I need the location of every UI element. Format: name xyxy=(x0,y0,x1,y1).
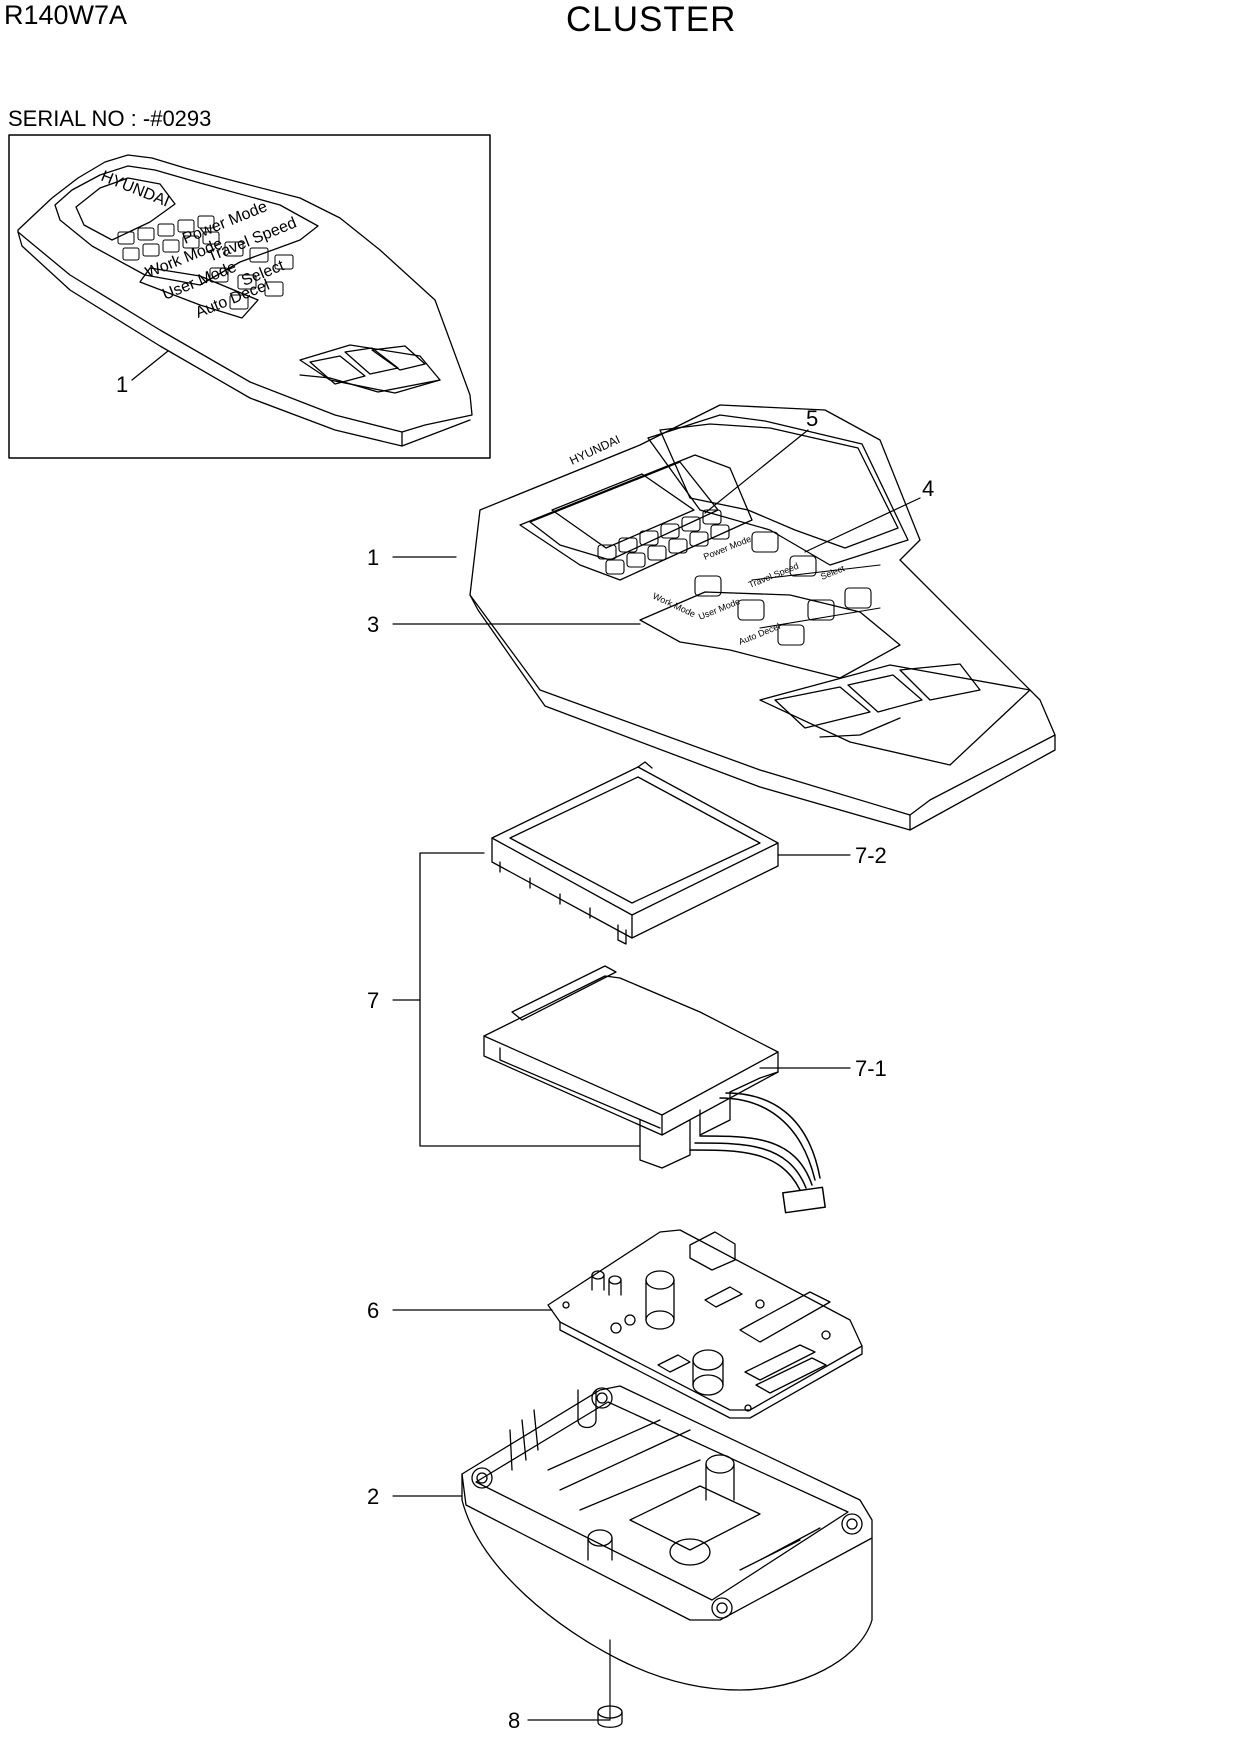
callout-6: 6 xyxy=(367,1298,379,1323)
lcd-wire-harness xyxy=(689,1092,826,1214)
callout-7: 7 xyxy=(367,988,379,1013)
callout-3: 3 xyxy=(367,612,379,637)
cluster-brand-label: HYUNDAI xyxy=(567,432,622,468)
callout-7-2: 7-2 xyxy=(855,843,887,868)
serial-number: SERIAL NO : -#0293 xyxy=(8,106,212,131)
inset-brand-label: HYUNDAI xyxy=(99,168,172,211)
leader-8 xyxy=(527,1639,611,1721)
callout-2: 2 xyxy=(367,1484,379,1509)
callout-numbers: 1 3 4 5 7-2 7-1 7 6 2 8 xyxy=(367,406,934,1733)
lcd-bracket-7 xyxy=(419,852,641,1147)
circuit-board-6 xyxy=(547,1229,863,1419)
cluster-auto-decel-label: Auto Decel xyxy=(737,621,782,647)
callout-1: 1 xyxy=(367,545,379,570)
model-number: R140W7A xyxy=(4,0,128,30)
lcd-board-7-1 xyxy=(483,965,779,1169)
cluster-button-panel xyxy=(597,509,881,646)
callout-leaders xyxy=(392,429,921,1721)
callout-8: 8 xyxy=(508,1708,520,1733)
case-2 xyxy=(461,1385,873,1691)
page-title: CLUSTER xyxy=(566,0,737,39)
cluster-panel-text: HYUNDAI Work Mode Power Mode User Mode T… xyxy=(567,432,846,647)
lcd-frame-7-2 xyxy=(491,761,779,945)
callout-4: 4 xyxy=(922,476,934,501)
cluster-housing xyxy=(469,404,1056,831)
inset-frame xyxy=(8,134,491,459)
cluster-work-mode-label: Work Mode xyxy=(651,591,697,619)
cluster-lcd-screen xyxy=(551,473,695,549)
leader-4 xyxy=(804,497,921,553)
inset-cluster-housing xyxy=(17,154,473,447)
callout-5: 5 xyxy=(806,406,818,431)
inset-view: HYUNDAI Work Mode Power Mode User Mode T… xyxy=(8,134,491,459)
inset-leader-1 xyxy=(131,350,169,381)
cluster-select-label: Select xyxy=(819,563,846,582)
cluster-user-mode-label: User Mode xyxy=(697,596,742,622)
inset-callout-1: 1 xyxy=(116,372,128,397)
cluster-power-mode-label: Power Mode xyxy=(702,534,753,562)
callout-7-1: 7-1 xyxy=(855,1056,887,1081)
inset-panel-text: HYUNDAI Work Mode Power Mode User Mode T… xyxy=(99,168,300,322)
inset-button-grid xyxy=(117,215,294,310)
leader-5 xyxy=(704,429,809,514)
